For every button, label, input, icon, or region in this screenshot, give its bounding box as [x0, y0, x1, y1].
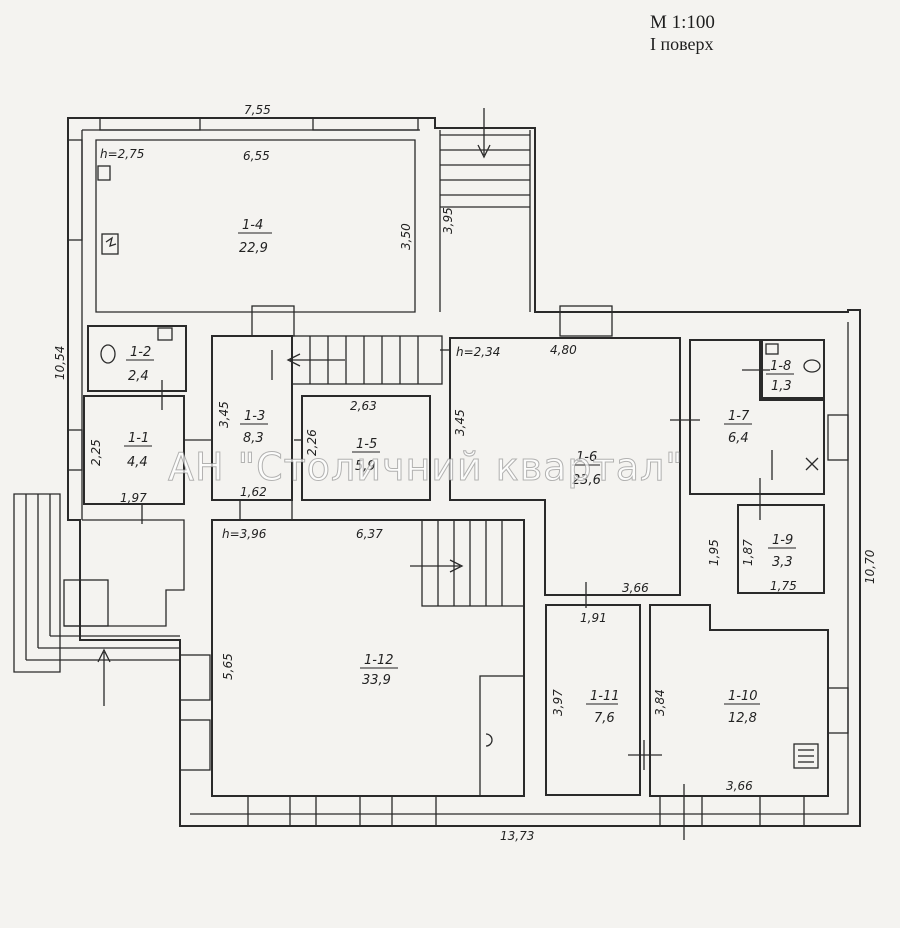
dim-r15-height: 2,26: [305, 429, 319, 456]
room-1-5-id: 1-5: [356, 437, 377, 452]
room-1-11-area: 7,6: [594, 711, 615, 726]
room-1-10-area: 12,8: [728, 711, 757, 726]
scale-label: M 1:100: [650, 12, 715, 33]
dim-r112-height: 5,65: [221, 653, 235, 680]
toilet-icon-2: [803, 359, 821, 373]
height-h1: h=2,75: [100, 147, 144, 161]
heater-icon: [793, 743, 819, 769]
boiler-icon: [101, 233, 119, 255]
room-1-1-id: 1-1: [128, 431, 149, 446]
room-1-8-id: 1-8: [770, 359, 791, 374]
room-1-3-area: 8,3: [243, 431, 264, 446]
dim-top-outer: 7,55: [244, 103, 271, 117]
floor-label: I поверх: [650, 34, 714, 54]
room-1-9-id: 1-9: [772, 533, 793, 548]
dim-r110-width: 3,66: [726, 779, 753, 793]
room-1-9-area: 3,3: [772, 555, 793, 570]
dim-bottom-outer: 13,73: [500, 829, 534, 843]
dim-r14-width: 6,55: [243, 149, 270, 163]
room-1-4-id: 1-4: [242, 218, 263, 233]
room-1-8-area: 1,3: [771, 379, 792, 394]
dim-r15-width: 2,63: [350, 399, 377, 413]
room-1-6-area: 23,6: [572, 473, 601, 488]
toilet-icon: [100, 344, 116, 364]
dim-r16-width: 4,80: [550, 343, 577, 357]
dim-r16-right: 1,95: [707, 539, 721, 566]
fixtures: [97, 165, 821, 769]
room-1-12-id: 1-12: [364, 653, 394, 668]
dim-r14-height: 3,50: [399, 223, 413, 250]
dim-r19-width: 1,75: [770, 579, 797, 593]
room-1-6-id: 1-6: [576, 450, 597, 465]
room-1-2-area: 2,4: [128, 369, 149, 384]
room-1-5-area: 5,9: [355, 459, 376, 474]
sink-icon: [157, 327, 173, 341]
room-1-3-id: 1-3: [244, 409, 265, 424]
room-labels: 1-4 22,9 1-2 2,4 1-1 4,4 1-3 8,3 1-5 5,9…: [124, 218, 796, 726]
dim-stair-top: 3,95: [441, 207, 455, 234]
room-1-2-id: 1-2: [130, 345, 151, 360]
dim-r112-width: 6,37: [356, 527, 383, 541]
room-1-10-id: 1-10: [728, 689, 758, 704]
room-1-12-area: 33,9: [362, 673, 391, 688]
room-1-7-id: 1-7: [728, 409, 750, 424]
room-1-11-id: 1-11: [590, 689, 620, 704]
dimension-labels: 7,55 6,55 3,50 3,95 10,54 2,25 1,97 3,45…: [53, 103, 877, 843]
dim-r16-bottom: 3,66: [622, 581, 649, 595]
doors: [141, 349, 773, 840]
dim-r16-height: 3,45: [453, 409, 467, 436]
sink-icon-2: [765, 343, 779, 355]
height-h3: h=3,96: [222, 527, 267, 541]
height-h2: h=2,34: [456, 345, 500, 359]
dim-left-outer: 10,54: [53, 346, 67, 380]
dim-r111-height: 3,97: [551, 689, 565, 716]
room-1-7-area: 6,4: [728, 431, 749, 446]
dim-right-outer: 10,70: [863, 549, 877, 584]
meter-icon: [97, 165, 111, 181]
dim-r13-width: 1,62: [240, 485, 267, 499]
dim-r111-width: 1,91: [580, 611, 607, 625]
watermark: АН "Столичний квартал": [168, 445, 684, 490]
dim-r11-width: 1,97: [120, 491, 147, 505]
dim-r13-height: 3,45: [217, 401, 231, 428]
dim-r11-height: 2,25: [89, 439, 103, 466]
dim-r110-height: 3,84: [653, 689, 667, 716]
room-outlines: [63, 325, 829, 797]
room-1-4-area: 22,9: [239, 241, 268, 256]
dim-r19-height: 1,87: [741, 539, 755, 566]
stairs: [13, 108, 530, 706]
room-1-1-area: 4,4: [127, 455, 148, 470]
